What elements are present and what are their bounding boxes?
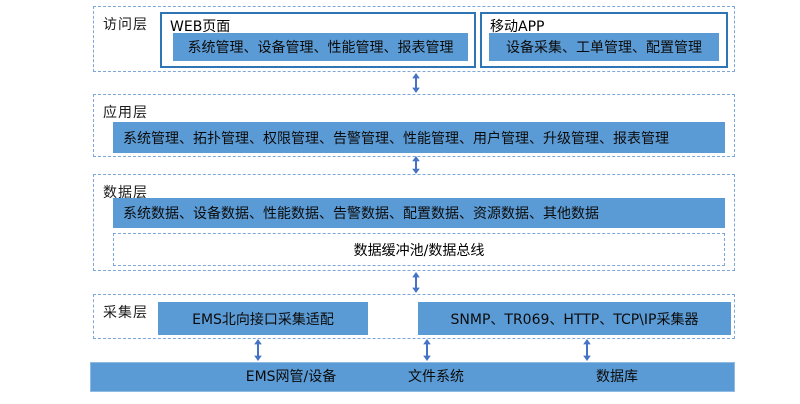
mobile-app-modules-bar: 设备采集、工单管理、配置管理 (489, 33, 719, 61)
collectors-box: SNMP、TR069、HTTP、TCP\IP采集器 (418, 302, 731, 335)
collection-layer-label: 采集层 (103, 305, 148, 321)
access-layer-label: 访问层 (103, 17, 148, 33)
application-layer-container: 应用层 系统管理、拓扑管理、权限管理、告警管理、性能管理、用户管理、升级管理、报… (93, 94, 735, 157)
up-down-arrow-icon (421, 339, 433, 361)
web-page-modules-bar: 系统管理、设备管理、性能管理、报表管理 (173, 33, 468, 61)
up-down-arrow-icon (410, 73, 422, 93)
mobile-app-title: 移动APP (490, 19, 545, 35)
mobile-app-box: 移动APP 设备采集、工单管理、配置管理 (480, 12, 728, 68)
resource-file-system: 文件系统 (408, 369, 464, 385)
application-modules-bar: 系统管理、拓扑管理、权限管理、告警管理、性能管理、用户管理、升级管理、报表管理 (113, 122, 725, 153)
resource-ems-device: EMS网管/设备 (245, 369, 337, 385)
web-page-box: WEB页面 系统管理、设备管理、性能管理、报表管理 (160, 12, 476, 68)
data-layer-container: 数据层 系统数据、设备数据、性能数据、告警数据、配置数据、资源数据、其他数据 数… (93, 174, 735, 271)
up-down-arrow-icon (581, 339, 593, 361)
data-modules-bar: 系统数据、设备数据、性能数据、告警数据、配置数据、资源数据、其他数据 (113, 198, 725, 228)
ems-adapter-box: EMS北向接口采集适配 (158, 302, 368, 335)
access-layer-container: 访问层 WEB页面 系统管理、设备管理、性能管理、报表管理 移动APP 设备采集… (93, 6, 735, 72)
up-down-arrow-icon (410, 156, 422, 174)
collection-layer-container: 采集层 EMS北向接口采集适配 SNMP、TR069、HTTP、TCP\IP采集… (93, 294, 735, 339)
resource-database: 数据库 (596, 369, 638, 385)
up-down-arrow-icon (410, 272, 422, 293)
data-bus-box: 数据缓冲池/数据总线 (113, 233, 725, 266)
resources-bar: EMS网管/设备 文件系统 数据库 (90, 362, 735, 392)
web-page-title: WEB页面 (170, 19, 231, 35)
data-layer-label: 数据层 (103, 185, 148, 201)
application-layer-label: 应用层 (103, 105, 148, 121)
up-down-arrow-icon (252, 339, 264, 361)
